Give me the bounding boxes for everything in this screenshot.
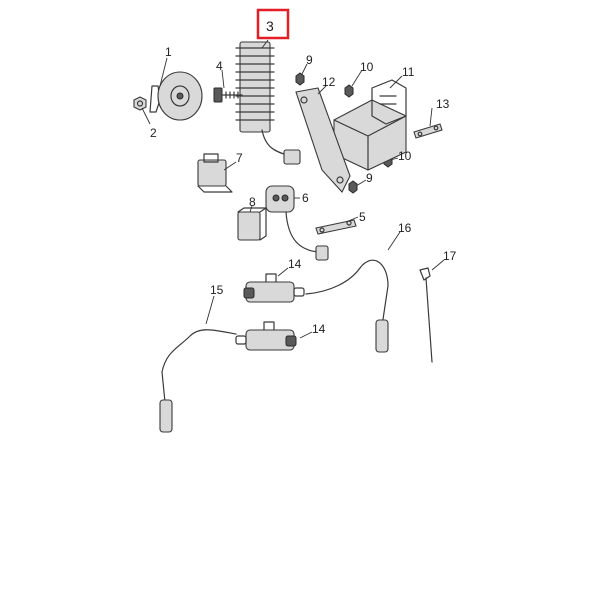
part-relay[interactable]	[265, 185, 329, 261]
leader-lines	[141, 39, 445, 339]
callout-12[interactable]: 12	[322, 75, 336, 89]
callout-16[interactable]: 16	[398, 221, 412, 235]
part-nut[interactable]	[133, 96, 147, 111]
part-spark-plug-lead-right[interactable]	[305, 259, 389, 353]
callout-3[interactable]: 3	[266, 18, 274, 34]
callout-15[interactable]: 15	[210, 283, 224, 297]
part-connector-block[interactable]	[197, 153, 233, 193]
part-horn[interactable]	[149, 71, 203, 121]
callout-9-upper[interactable]: 9	[306, 53, 313, 67]
callout-7[interactable]: 7	[236, 151, 243, 165]
part-bolt[interactable]	[213, 87, 243, 103]
callout-13[interactable]: 13	[436, 97, 450, 111]
callout-4[interactable]: 4	[216, 59, 223, 73]
callout-10-lower[interactable]: 10	[398, 149, 412, 163]
part-small-relay[interactable]	[237, 207, 267, 241]
callout-highlight-box	[256, 8, 290, 40]
callout-14-lower[interactable]: 14	[312, 322, 326, 336]
part-ignition-coil-upper[interactable]	[243, 273, 305, 303]
callout-17[interactable]: 17	[443, 249, 457, 263]
callout-5[interactable]: 5	[359, 210, 366, 224]
part-bracket-strip[interactable]	[315, 219, 357, 235]
callout-10-upper[interactable]: 10	[360, 60, 374, 74]
callout-14-upper[interactable]: 14	[288, 257, 302, 271]
part-cable-tie[interactable]	[419, 267, 433, 363]
part-bolt-upper[interactable]	[344, 84, 354, 98]
part-ignition-coil-lower[interactable]	[235, 321, 297, 351]
callout-2[interactable]: 2	[150, 126, 157, 140]
part-mounting-bracket[interactable]	[295, 87, 351, 193]
part-spark-plug-lead-left[interactable]	[159, 329, 237, 433]
callout-8[interactable]: 8	[249, 195, 256, 209]
part-screw-upper[interactable]	[295, 72, 305, 86]
callout-11[interactable]: 11	[402, 65, 415, 79]
callout-1[interactable]: 1	[165, 45, 172, 59]
callout-6[interactable]: 6	[302, 191, 309, 205]
part-small-bracket[interactable]	[413, 123, 443, 139]
regulator-fins	[235, 47, 275, 121]
part-screw-lower[interactable]	[348, 180, 358, 194]
callout-9-lower[interactable]: 9	[366, 171, 373, 185]
part-regulator-rectifier[interactable]	[235, 41, 301, 165]
part-control-module[interactable]	[333, 79, 407, 171]
